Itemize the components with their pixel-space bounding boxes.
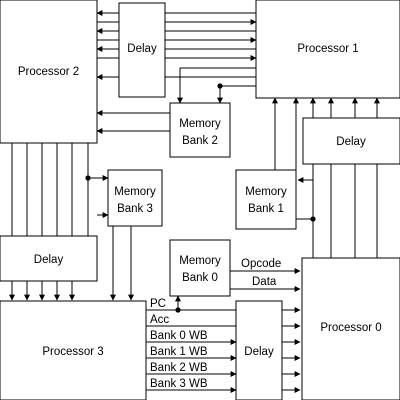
block-delay-right: Delay — [302, 117, 400, 165]
signal-bank3-wb: Bank 3 WB — [150, 378, 208, 390]
memory-bank-2-label-line1: Memory — [179, 118, 221, 130]
memory-bank-2-label-line2: Bank 2 — [182, 135, 218, 147]
memory-bank-1-label-line2: Bank 1 — [248, 203, 284, 215]
signal-bank2-wb: Bank 2 WB — [150, 362, 208, 374]
signal-acc: Acc — [150, 314, 169, 326]
block-memory-bank-2: Memory Bank 2 — [169, 102, 231, 158]
signal-pc: PC — [150, 298, 166, 310]
memory-bank-0-label-line2: Bank 0 — [182, 272, 218, 284]
signal-opcode: Opcode — [241, 258, 281, 270]
block-delay-top: Delay — [118, 2, 166, 98]
delay-right-label: Delay — [336, 136, 366, 148]
delay-top-label: Delay — [127, 43, 157, 55]
block-processor-0: Processor 0 — [301, 257, 400, 400]
delay-bottom-label: Delay — [244, 346, 274, 358]
processor-2-label: Processor 2 — [18, 66, 79, 78]
block-memory-bank-1: Memory Bank 1 — [235, 169, 297, 230]
memory-bank-3-label-line1: Memory — [114, 186, 156, 198]
memory-bank-3-label-line2: Bank 3 — [117, 203, 153, 215]
delay-left-label: Delay — [34, 254, 64, 266]
signal-labels: Opcode Data PC Acc Bank 0 WB Bank 1 WB B… — [150, 258, 281, 390]
block-memory-bank-0: Memory Bank 0 — [169, 239, 231, 297]
block-processor-1: Processor 1 — [255, 0, 400, 99]
block-delay-left: Delay — [0, 235, 98, 282]
processor-3-label: Processor 3 — [42, 346, 103, 358]
signal-bank0-wb: Bank 0 WB — [150, 330, 208, 342]
memory-bank-0-label-line1: Memory — [179, 255, 221, 267]
wires — [9, 10, 380, 393]
signal-data: Data — [252, 276, 277, 288]
block-delay-bottom: Delay — [235, 300, 283, 400]
processor-1-label: Processor 1 — [297, 43, 358, 55]
processor-0-label: Processor 0 — [320, 322, 381, 334]
memory-bank-1-label-line1: Memory — [245, 186, 287, 198]
block-processor-3: Processor 3 — [0, 300, 147, 400]
signal-bank1-wb: Bank 1 WB — [150, 346, 208, 358]
block-memory-bank-3: Memory Bank 3 — [107, 169, 163, 227]
block-processor-2: Processor 2 — [0, 0, 98, 144]
